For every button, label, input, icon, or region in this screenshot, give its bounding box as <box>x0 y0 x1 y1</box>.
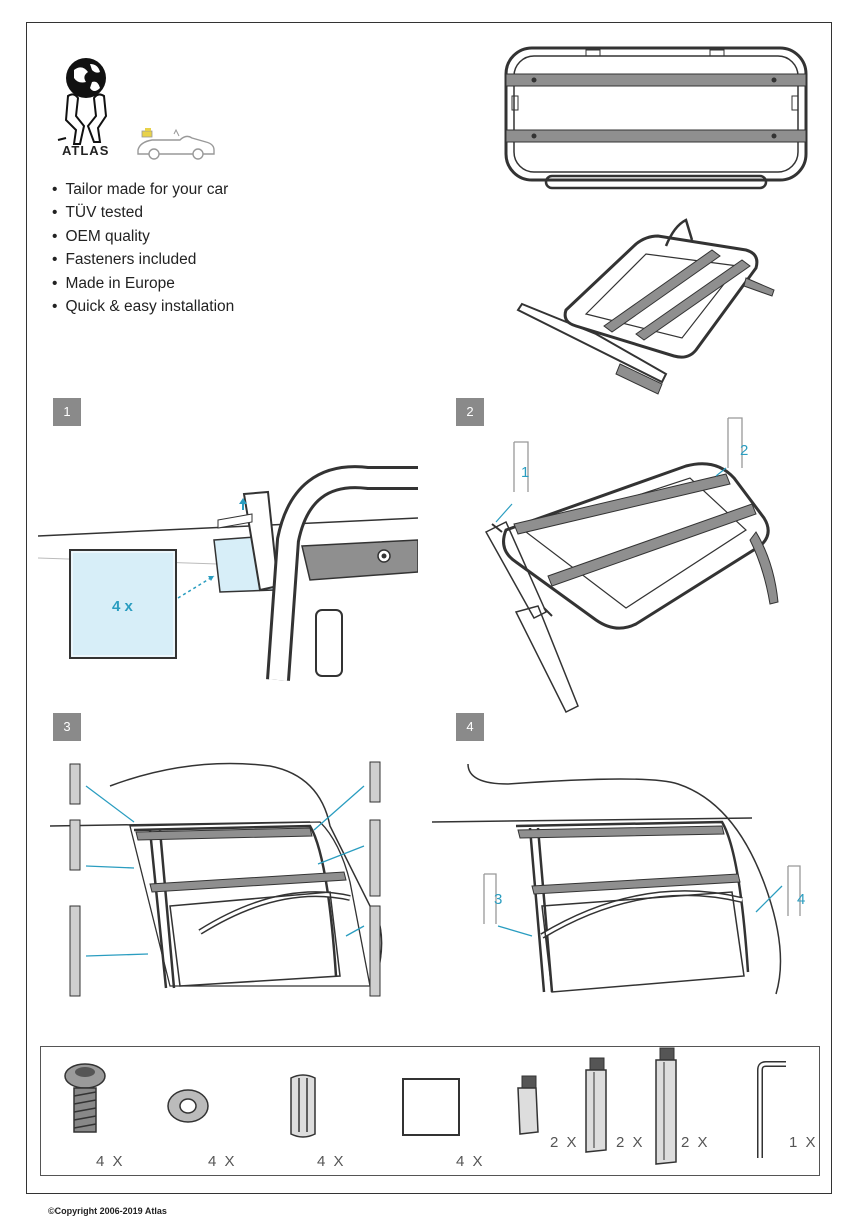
part-quantity: 4 X <box>96 1153 125 1170</box>
part-quantity: 4 X <box>208 1153 237 1170</box>
parts-list <box>40 1046 820 1176</box>
step2-callout-1: 1 <box>521 464 530 481</box>
step4-callout-4: 4 <box>797 891 806 908</box>
step4-callout-3: 3 <box>494 891 503 908</box>
atlas-logo-icon <box>57 58 108 145</box>
step2-illustration <box>484 417 779 714</box>
step1-quantity-label: 4 x <box>112 598 133 615</box>
part-quantity: 2 X <box>681 1134 710 1151</box>
step2-callout-2: 2 <box>740 442 749 459</box>
rack-top-view-illustration <box>504 46 808 190</box>
part-quantity: 4 X <box>456 1153 485 1170</box>
bolt-icon <box>64 1063 106 1133</box>
small-clamp-icon <box>517 1075 539 1135</box>
part-quantity: 2 X <box>616 1134 645 1151</box>
step-badge-3: 3 <box>53 713 81 741</box>
feature-item: Tailor made for your car <box>52 178 234 201</box>
feature-item: Made in Europe <box>52 272 234 295</box>
page-frame <box>26 22 832 1194</box>
feature-item: TÜV tested <box>52 201 234 224</box>
washer-icon <box>167 1089 209 1123</box>
feature-list: Tailor made for your car TÜV tested OEM … <box>52 178 234 318</box>
bracket-icon <box>290 1074 316 1138</box>
pad-icon <box>402 1078 460 1136</box>
copyright-notice: ©Copyright 2006-2019 Atlas <box>48 1206 167 1216</box>
feature-item: Fasteners included <box>52 248 234 271</box>
feature-item: Quick & easy installation <box>52 295 234 318</box>
long-clamp-icon <box>655 1047 677 1165</box>
part-quantity: 4 X <box>317 1153 346 1170</box>
step1-illustration <box>38 465 418 681</box>
rack-perspective-illustration <box>516 218 775 395</box>
part-quantity: 1 X <box>789 1134 818 1151</box>
part-quantity: 2 X <box>550 1134 579 1151</box>
step-badge-4: 4 <box>456 713 484 741</box>
step3-illustration <box>50 761 383 997</box>
brand-name: ATLAS <box>62 143 110 158</box>
feature-item: OEM quality <box>52 225 234 248</box>
step-badge-1: 1 <box>53 398 81 426</box>
hex-key-icon <box>757 1061 786 1158</box>
step-badge-2: 2 <box>456 398 484 426</box>
step4-illustration <box>432 763 801 995</box>
medium-clamp-icon <box>585 1057 607 1153</box>
convertible-car-icon <box>137 128 215 160</box>
